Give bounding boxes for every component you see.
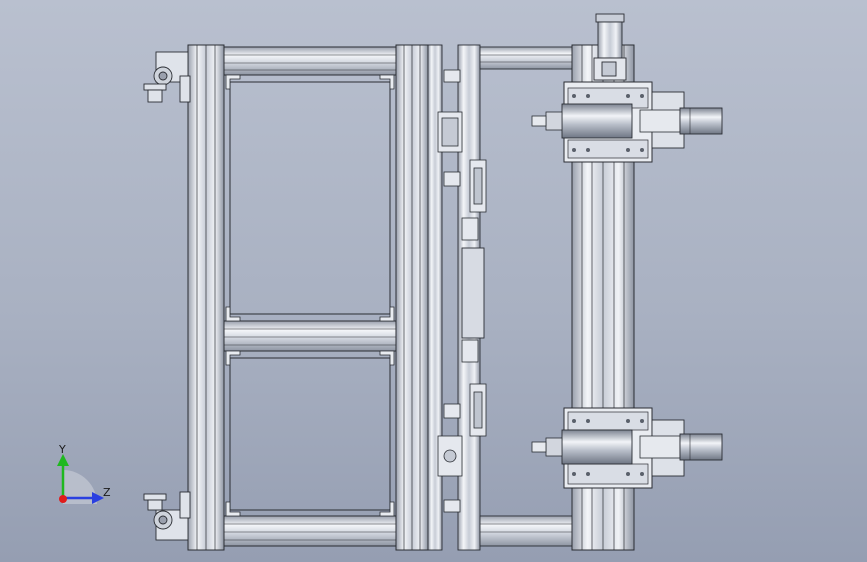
top-beam (223, 46, 397, 76)
caster-top (143, 51, 191, 103)
left-frame (143, 44, 429, 551)
spindle-unit-top (531, 81, 723, 163)
x-axis-point (59, 495, 67, 503)
bottom-beam (223, 515, 397, 547)
y-axis-label: Y (58, 443, 66, 456)
middle-mechanism (427, 44, 573, 551)
z-axis-label: Z (103, 486, 111, 499)
top-vertical-motor (593, 13, 627, 81)
axis-triad[interactable]: Y Z (57, 443, 111, 504)
spindle-unit-bottom (531, 407, 723, 489)
caster-bottom (143, 491, 191, 541)
middle-beam (223, 320, 397, 352)
